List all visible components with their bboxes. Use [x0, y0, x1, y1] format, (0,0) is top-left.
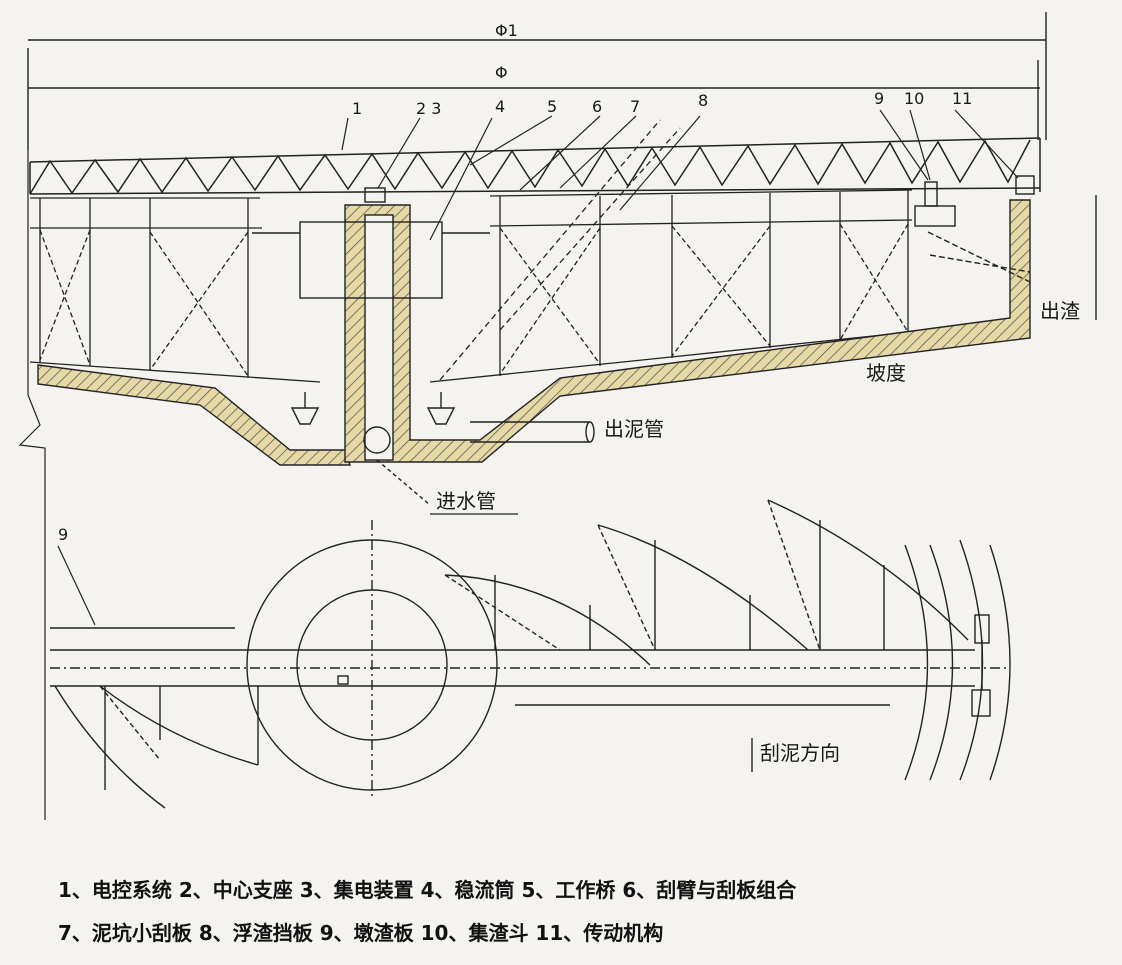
bridge-truss [29, 137, 1041, 195]
sludge-pipe-label: 出泥管 [604, 417, 664, 441]
scraper-frame [29, 119, 913, 383]
part-number-1: 1 [352, 99, 362, 118]
legend-line-1: 1、电控系统 2、中心支座 3、集电装置 4、稳流筒 5、工作桥 6、刮臂与刮板… [58, 878, 797, 902]
part-number-4: 4 [495, 97, 505, 116]
tank-bottom [37, 199, 1031, 466]
dim-overall-label: Φ1 [495, 21, 518, 40]
leader-lines [341, 109, 1019, 241]
scum-box [914, 175, 1035, 283]
stilling-well [252, 187, 490, 299]
part-number-11: 11 [952, 89, 972, 108]
dimension-lines [27, 12, 1097, 320]
part-number-10: 10 [904, 89, 924, 108]
inlet-pipe-label: 进水管 [436, 489, 496, 513]
part-number-7: 7 [630, 97, 640, 116]
plan-view [50, 499, 1011, 809]
plan-part-number-9: 9 [58, 525, 68, 544]
part-number-8: 8 [698, 91, 708, 110]
paper-edge [18, 150, 46, 820]
part-number-6: 6 [592, 97, 602, 116]
sludge-pipe [363, 421, 595, 506]
part-number-9: 9 [874, 89, 884, 108]
part-number-2-3: 2 3 [416, 99, 441, 118]
legend-line-2: 7、泥坑小刮板 8、浮渣挡板 9、墩渣板 10、集渣斗 11、传动机构 [58, 921, 664, 945]
scrape-direction-label: 刮泥方向 [760, 741, 840, 765]
dim-inner-label: Φ [495, 63, 508, 82]
pit-scrapers [290, 392, 456, 425]
slope-label: 坡度 [866, 361, 906, 385]
slag-outlet-label: 出渣 [1040, 299, 1080, 323]
part-number-5: 5 [547, 97, 557, 116]
